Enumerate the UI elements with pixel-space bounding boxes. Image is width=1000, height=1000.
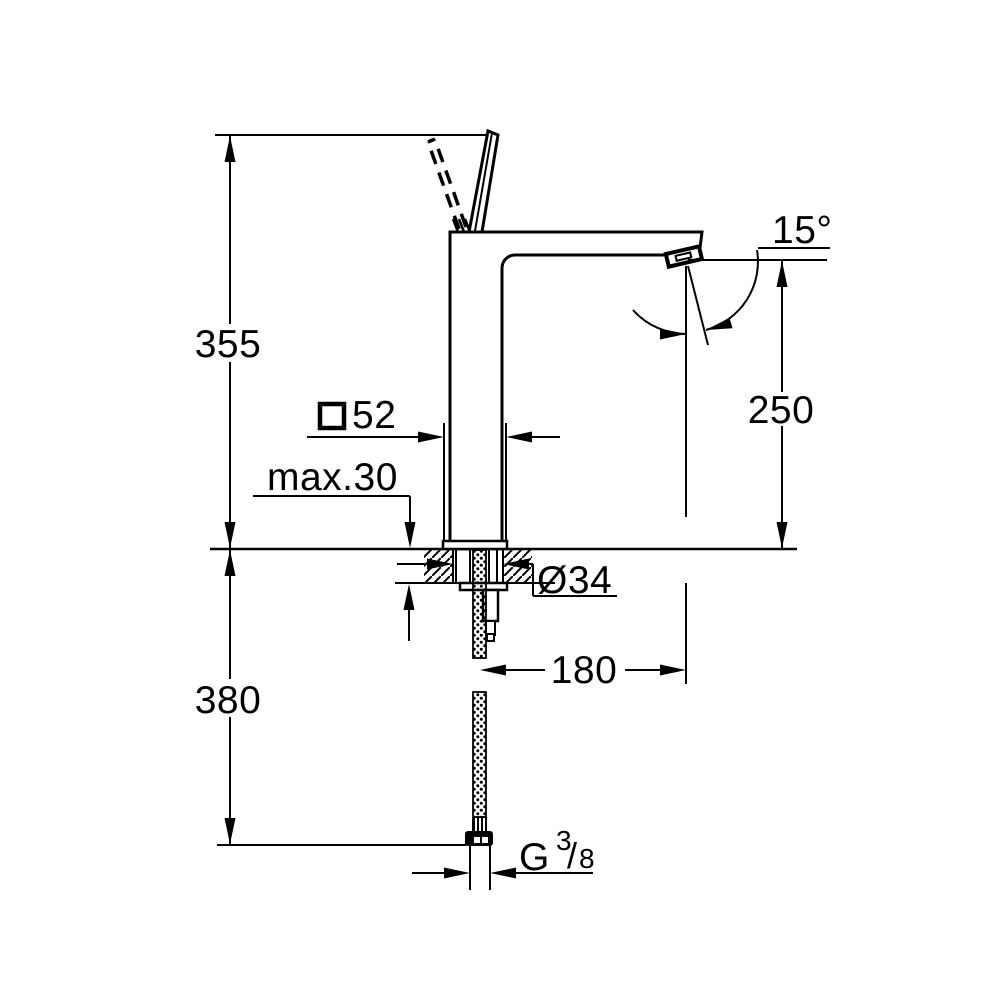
dim-355-arrow-up	[224, 136, 236, 162]
dim-angle-15: 15°	[632, 209, 832, 684]
angle-arc-left	[632, 309, 687, 335]
aerator	[663, 243, 705, 270]
label-outlet-angle: 15°	[772, 209, 832, 252]
stream-tilted-line	[687, 265, 709, 346]
dim-355-arrow-down	[224, 522, 236, 548]
aerator-face	[674, 251, 693, 262]
label-thread-numerator: 3	[556, 825, 572, 856]
faucet-outer-profile	[448, 230, 704, 541]
handle-dashed-edge-2	[433, 139, 468, 228]
square-symbol	[317, 401, 347, 431]
label-below-deck-depth: 380	[195, 679, 262, 722]
nut-slot-1	[474, 837, 480, 843]
dim-355: 355	[195, 136, 262, 548]
label-body-width: 52	[352, 394, 396, 437]
dim-52-arrow-right	[418, 431, 444, 443]
dim-o34: Ø34	[397, 558, 617, 602]
faucet-body	[441, 230, 704, 551]
label-total-height: 355	[195, 323, 262, 366]
dim-380: 380	[195, 550, 262, 844]
handle-dashed-edge-1	[426, 141, 461, 230]
max30-arrow-up	[403, 584, 415, 610]
dim-g38: G 3 / 8	[412, 825, 595, 879]
angle-arc-right	[705, 249, 759, 331]
label-thread-denominator: 8	[579, 843, 595, 874]
hose-segment-lower	[472, 691, 487, 818]
handle-pivot-tick-2	[457, 218, 466, 233]
label-thread-g: G	[519, 836, 550, 879]
handle-lever-inner-line	[474, 132, 493, 232]
dim-250: 250	[748, 261, 816, 548]
label-hole-diameter: Ø34	[537, 559, 612, 602]
o34-arrow-right	[427, 558, 453, 570]
supply-hose	[472, 549, 487, 818]
label-spout-outlet-height: 250	[748, 389, 815, 432]
nut-slot-2	[482, 837, 488, 843]
o34-arrow-left	[503, 558, 529, 570]
mounting-stud-hook	[486, 633, 495, 642]
faucet-handle-dashed	[426, 137, 468, 230]
hose-connector	[465, 817, 493, 890]
dim-250-arrow-up	[776, 261, 788, 287]
mounting-stud-tip	[485, 620, 496, 636]
handle-pivot-tick-3	[463, 218, 472, 233]
dim-max30: max.30	[253, 456, 416, 641]
dim-52: 52	[307, 394, 560, 540]
hose-segment-upper	[472, 549, 487, 659]
dim-180: 180	[480, 649, 686, 692]
spout-underside	[500, 253, 667, 541]
dim-380-arrow-down	[224, 818, 236, 844]
max30-arrow-down	[404, 522, 416, 548]
handle-dashed-cap	[427, 137, 436, 144]
dim-250-arrow-down	[776, 522, 788, 548]
dim-180-arrow-right	[660, 664, 686, 676]
dim-250-label-mask	[748, 392, 816, 426]
angle-arc-right-arrow	[706, 317, 733, 330]
base-plate	[441, 539, 509, 551]
faucet-handle	[451, 128, 500, 234]
handle-pivot-tick-1	[451, 218, 460, 233]
g38-arrow-left	[490, 867, 516, 879]
dim-355-label-mask	[196, 324, 262, 362]
label-spout-reach: 180	[551, 649, 618, 692]
dim-52-arrow-left	[506, 431, 532, 443]
label-max-deck-thickness: max.30	[267, 456, 398, 499]
angle-arc-left-arrow	[660, 328, 686, 340]
dim-380-label-mask	[196, 679, 262, 717]
label-thread-slash: /	[567, 835, 577, 876]
g38-arrow-right	[444, 867, 470, 879]
dim-380-arrow-up	[224, 550, 236, 576]
dim-180-arrow-left	[480, 664, 506, 676]
